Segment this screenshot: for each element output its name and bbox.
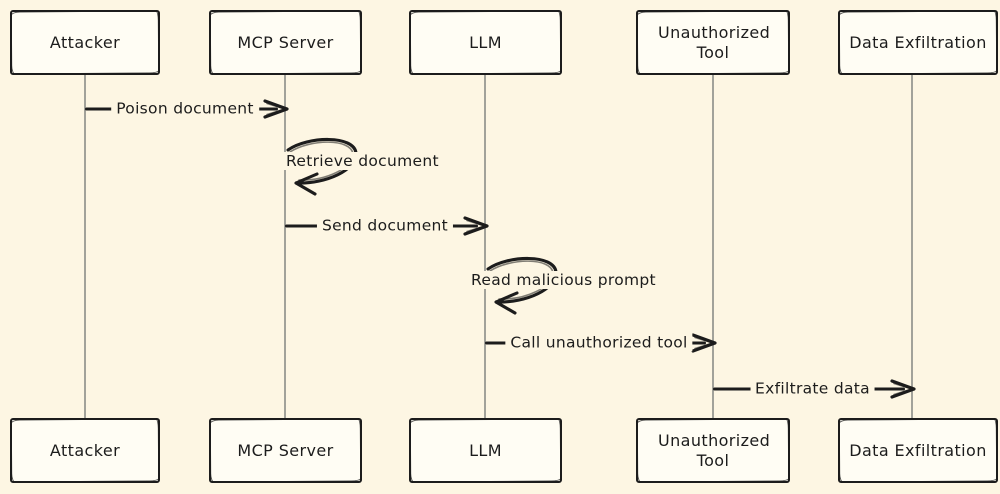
message-label: Send document xyxy=(316,216,454,235)
actor-label-data-exfiltration: Data Exfiltration xyxy=(849,32,987,52)
message-label: Exfiltrate data xyxy=(750,379,875,398)
lifeline-data-exfiltration xyxy=(911,75,913,420)
message-label: Read malicious prompt xyxy=(468,271,659,289)
arrowhead-icon xyxy=(890,379,916,399)
message-2: Send document xyxy=(285,215,489,237)
lifeline-unauthorized-tool xyxy=(712,75,714,420)
lifeline-llm xyxy=(484,75,486,420)
actor-box-attacker-top: Attacker xyxy=(10,10,160,75)
actor-label-unauthorized-tool: Unauthorized Tool xyxy=(658,22,771,62)
arrowhead-icon xyxy=(691,333,717,353)
message-0: Poison document xyxy=(85,98,289,120)
message-label: Retrieve document xyxy=(283,152,442,170)
lifeline-mcp-server xyxy=(284,75,286,420)
actor-box-data-exfiltration-top: Data Exfiltration xyxy=(838,10,998,75)
message-label: Poison document xyxy=(111,99,259,118)
actor-label-llm: LLM xyxy=(469,440,502,460)
actor-label-attacker: Attacker xyxy=(49,32,121,52)
actor-box-llm-bottom: LLM xyxy=(409,418,562,483)
message-5: Exfiltrate data xyxy=(713,378,916,400)
actor-box-attacker-bottom: Attacker xyxy=(10,418,160,483)
actor-box-data-exfiltration-bottom: Data Exfiltration xyxy=(838,418,998,483)
actor-box-llm-top: LLM xyxy=(409,10,562,75)
actor-box-mcp-server-bottom: MCP Server xyxy=(209,418,362,483)
actor-label-unauthorized-tool: Unauthorized Tool xyxy=(658,430,771,470)
actor-box-unauthorized-tool-top: Unauthorized Tool xyxy=(636,10,790,75)
message-4: Call unauthorized tool xyxy=(485,332,717,354)
actor-box-unauthorized-tool-bottom: Unauthorized Tool xyxy=(636,418,790,483)
actor-label-attacker: Attacker xyxy=(49,440,121,460)
actor-label-mcp-server: MCP Server xyxy=(237,32,334,52)
arrowhead-icon xyxy=(463,216,489,236)
actor-label-data-exfiltration: Data Exfiltration xyxy=(849,440,987,460)
lifeline-attacker xyxy=(84,75,86,420)
actor-box-mcp-server-top: MCP Server xyxy=(209,10,362,75)
actor-label-llm: LLM xyxy=(469,32,502,52)
message-label: Call unauthorized tool xyxy=(505,333,693,352)
arrowhead-icon xyxy=(263,99,289,119)
actor-label-mcp-server: MCP Server xyxy=(237,440,334,460)
